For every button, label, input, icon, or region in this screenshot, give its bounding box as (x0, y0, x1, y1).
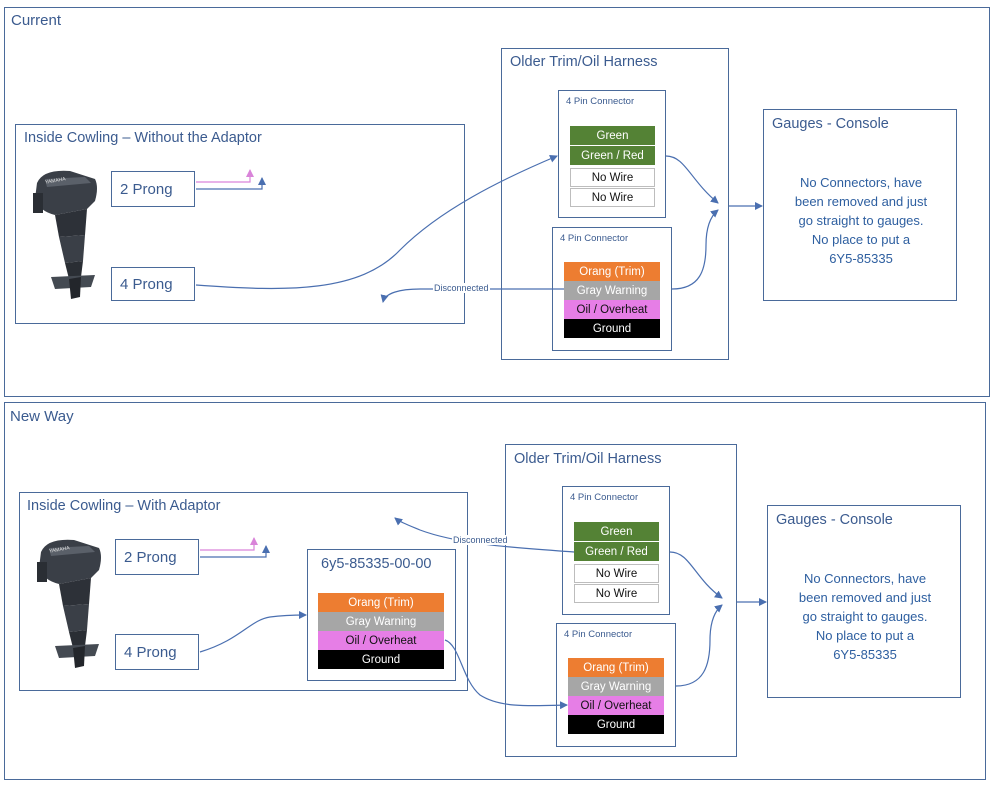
new-gauges-line-3: go straight to gauges. (802, 609, 928, 624)
current-2-prong-box: 2 Prong (111, 171, 195, 207)
current-section-title: Current (11, 12, 62, 29)
current-disconnected-label: Disconnected (433, 283, 490, 293)
current-c2-wire-ground: Ground (564, 319, 660, 338)
new-c1-wire-green-red: Green / Red (574, 542, 659, 561)
current-gauges-line-4: No place to put a (811, 232, 911, 247)
new-outboard-motor-image (37, 539, 101, 668)
current-gauges-line-1: No Connectors, have (799, 175, 923, 190)
adaptor-wire-orange: Orang (Trim) (318, 593, 444, 612)
adaptor-wire-pink: Oil / Overheat (318, 631, 444, 650)
new-c1-wire-none-1: No Wire (574, 564, 659, 583)
current-connector-2-title: 4 Pin Connector (560, 233, 629, 244)
new-connector-2-title: 4 Pin Connector (564, 629, 633, 640)
current-cowling-box (15, 124, 465, 324)
new-c2-wire-gray: Gray Warning (568, 677, 664, 696)
new-c2-wire-orange: Orang (Trim) (568, 658, 664, 677)
current-2-prong-blue-arrow (196, 177, 266, 190)
new-harness-title: Older Trim/Oil Harness (514, 451, 662, 467)
new-disconnected-label: Disconnected (452, 535, 509, 545)
adaptor-wire-gray: Gray Warning (318, 612, 444, 631)
new-connector-1-title: 4 Pin Connector (570, 492, 639, 503)
current-outboard-motor-image (33, 170, 97, 299)
current-2-prong-pink-arrow (196, 169, 254, 183)
new-c1-wire-none-2: No Wire (574, 584, 659, 603)
new-4-prong-to-adaptor-arrow (199, 611, 307, 653)
new-gauges-line-2: been removed and just (798, 590, 932, 605)
current-c1-wire-none-2: No Wire (570, 188, 655, 207)
new-gauges-title: Gauges - Console (776, 512, 893, 528)
current-connector-1-title: 4 Pin Connector (566, 96, 635, 107)
current-gauges-note: No Connectors, have been removed and jus… (766, 173, 956, 268)
current-c1-wire-green-red: Green / Red (570, 146, 655, 165)
new-gauges-box (767, 505, 961, 698)
current-c2-wire-orange: Orang (Trim) (564, 262, 660, 281)
new-2-prong-blue-arrow (200, 545, 270, 558)
current-c2-wire-pink: Oil / Overheat (564, 300, 660, 319)
new-c2-wire-ground: Ground (568, 715, 664, 734)
new-gauges-note: No Connectors, have been removed and jus… (770, 569, 960, 664)
new-4-prong-box: 4 Prong (115, 634, 199, 670)
new-disconnected-arrow (394, 517, 575, 553)
current-4-prong-to-connector-arrow (195, 155, 558, 290)
current-c2-to-junction-arrow (671, 209, 719, 290)
new-c2-wire-pink: Oil / Overheat (568, 696, 664, 715)
new-2-prong-pink-arrow (200, 537, 258, 551)
adaptor-title: 6y5-85335-00-00 (321, 556, 432, 572)
adaptor-wire-ground: Ground (318, 650, 444, 669)
current-c1-to-junction-arrow (665, 155, 719, 204)
new-2-prong-box: 2 Prong (115, 539, 199, 575)
new-gauges-line-5: 6Y5-85335 (833, 647, 897, 662)
current-gauges-line-5: 6Y5-85335 (829, 251, 893, 266)
current-harness-title: Older Trim/Oil Harness (510, 54, 658, 70)
current-4-prong-box: 4 Prong (111, 267, 195, 301)
new-adaptor-to-connector-arrow (444, 639, 568, 710)
current-gauges-title: Gauges - Console (772, 116, 889, 132)
current-disconnected-arrow (380, 288, 564, 303)
current-gauges-line-3: go straight to gauges. (798, 213, 924, 228)
new-gauges-line-4: No place to put a (815, 628, 915, 643)
new-way-section-title: New Way (10, 408, 74, 425)
current-c1-wire-green: Green (570, 126, 655, 145)
new-cowling-title: Inside Cowling – With Adaptor (27, 498, 221, 514)
new-c2-to-junction-arrow (675, 604, 723, 687)
current-gauges-line-2: been removed and just (794, 194, 928, 209)
new-gauges-line-1: No Connectors, have (803, 571, 927, 586)
current-c2-wire-gray: Gray Warning (564, 281, 660, 300)
current-c1-wire-none-1: No Wire (570, 168, 655, 187)
new-c1-wire-green: Green (574, 522, 659, 541)
current-cowling-title: Inside Cowling – Without the Adaptor (24, 130, 262, 146)
new-c1-to-junction-arrow (669, 551, 723, 599)
current-gauges-box (763, 109, 957, 301)
